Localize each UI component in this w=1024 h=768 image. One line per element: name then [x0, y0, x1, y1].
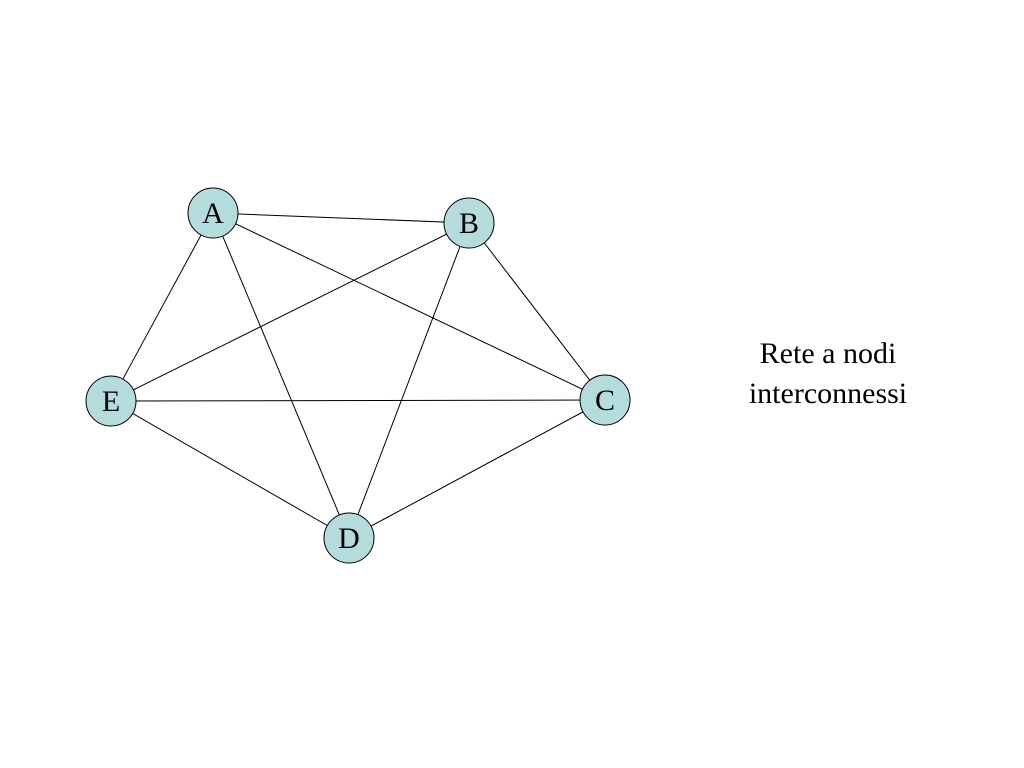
edge-a-c — [212, 212, 606, 401]
edge-a-b — [212, 212, 470, 224]
node-c: C — [579, 374, 631, 426]
edges-layer — [110, 212, 606, 539]
node-circle-b — [443, 197, 495, 249]
node-b: B — [443, 197, 495, 249]
node-label-a: A — [202, 197, 224, 230]
node-label-d: D — [338, 522, 360, 555]
node-d: D — [323, 512, 375, 564]
edge-d-e — [110, 400, 350, 539]
edge-a-e — [110, 212, 214, 402]
node-circle-a — [187, 187, 239, 239]
caption-line-2: interconnessi — [748, 377, 908, 410]
node-e: E — [85, 375, 137, 427]
node-a: A — [187, 187, 239, 239]
edge-b-e — [110, 222, 470, 402]
node-circle-c — [579, 374, 631, 426]
edge-b-d — [348, 222, 470, 539]
edge-c-d — [348, 399, 606, 539]
node-circle-e — [85, 375, 137, 427]
edge-b-c — [468, 222, 606, 401]
node-circle-d — [323, 512, 375, 564]
node-label-b: B — [459, 207, 479, 240]
node-label-e: E — [102, 385, 120, 418]
edge-c-e — [110, 399, 606, 402]
diagram-caption: Rete a nodi interconnessi — [708, 334, 948, 414]
node-label-c: C — [595, 384, 615, 417]
nodes-layer: A B C D E — [85, 187, 631, 564]
edge-a-d — [212, 212, 350, 539]
caption-line-1: Rete a nodi — [759, 337, 897, 370]
